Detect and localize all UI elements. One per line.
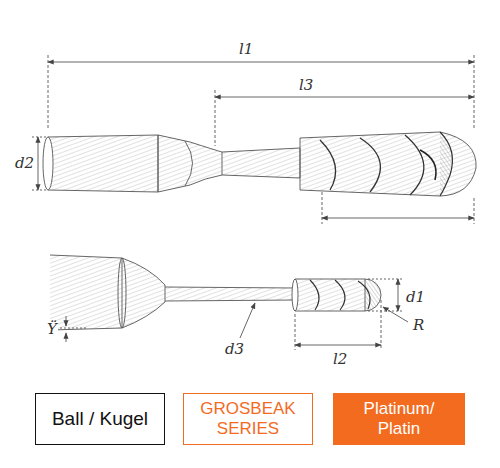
dimension-label: Ÿ — [46, 322, 58, 337]
dimension-label: R — [412, 318, 425, 333]
label-box: Ball / Kugel — [35, 393, 165, 445]
box-text: GROSBEAK SERIES — [192, 399, 304, 438]
dimension-label: d1 — [405, 290, 426, 305]
dimension-label: l1 — [238, 42, 254, 57]
dimension-label: l3 — [298, 78, 314, 93]
box-text: Platinum/ Platin — [342, 399, 456, 438]
dimension-label: l2 — [332, 352, 348, 367]
box-text: Ball / Kugel — [52, 408, 148, 430]
label-box: GROSBEAK SERIES — [183, 393, 313, 445]
dimension-label: d2 — [14, 156, 35, 171]
label-box: Platinum/ Platin — [333, 393, 465, 445]
dimension-label: d3 — [224, 342, 245, 357]
